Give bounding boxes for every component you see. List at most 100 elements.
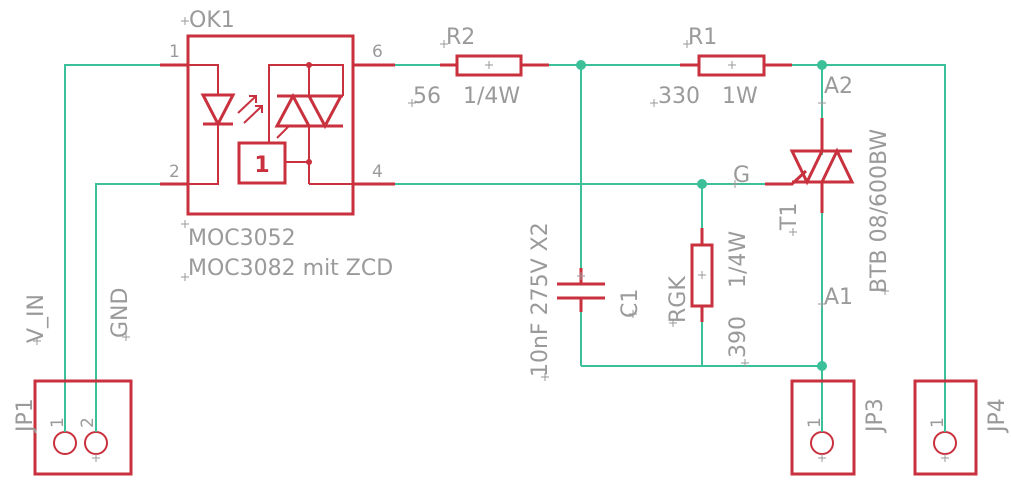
t1-gate-lead bbox=[765, 169, 808, 186]
ok1-pin1-label: 1 bbox=[169, 42, 180, 62]
origin-cross bbox=[728, 61, 736, 69]
origin-cross bbox=[881, 287, 889, 295]
jp3-body bbox=[790, 379, 856, 476]
origin-cross bbox=[181, 17, 189, 25]
jp3-pin1-label: 1 bbox=[805, 417, 825, 428]
origin-cross bbox=[485, 61, 493, 69]
resistor-r1 bbox=[680, 54, 792, 77]
jp1-body bbox=[33, 379, 133, 476]
jp4-body bbox=[913, 379, 978, 476]
ok1-value-label-2: MOC3082 mit ZCD bbox=[188, 256, 393, 281]
r2-name-label: R2 bbox=[446, 25, 475, 50]
origin-cross bbox=[408, 99, 416, 107]
rgk-value-label: 390 bbox=[726, 316, 751, 358]
ok1-zcd-icon bbox=[237, 141, 287, 185]
origin-markers bbox=[33, 17, 949, 462]
net-label-v-in: V_IN bbox=[24, 294, 49, 343]
r2-value-label: 56 bbox=[413, 84, 441, 109]
origin-cross bbox=[741, 359, 749, 367]
ok1-triac-gate bbox=[276, 125, 290, 139]
jp1-pin1-label: 1 bbox=[48, 417, 68, 428]
ok1-pin4-label: 4 bbox=[372, 162, 383, 182]
ok1-light-arrow-head bbox=[249, 95, 257, 103]
t1-name-label: T1 bbox=[777, 203, 802, 231]
ok1-name-label: OK1 bbox=[189, 8, 235, 33]
jp1-pin1-pad bbox=[53, 431, 77, 455]
ok1-light-arrow-head-2 bbox=[255, 105, 263, 113]
origin-cross bbox=[541, 373, 549, 381]
jp3-name-label: JP3 bbox=[863, 398, 888, 434]
junction-gate-rgk bbox=[697, 179, 707, 189]
origin-cross bbox=[629, 310, 637, 318]
t1-a2-label: A2 bbox=[824, 74, 853, 99]
jp4-pin1-pad bbox=[933, 431, 957, 455]
jp1-name-label: JP1 bbox=[13, 398, 38, 434]
ok1-body bbox=[186, 34, 355, 216]
ok1-pin2-label: 2 bbox=[169, 162, 180, 182]
jp1-pin2-pad bbox=[84, 431, 108, 455]
t1-a1-label: A1 bbox=[824, 285, 853, 310]
labels: OK1 1 2 6 4 MOC3052 MOC3082 mit ZCD R2 5… bbox=[13, 8, 1010, 434]
ok1-light-arrow-icon-2 bbox=[243, 105, 263, 124]
ok1-zcd-label: 1 bbox=[254, 153, 269, 178]
wire-v-in bbox=[64, 64, 160, 426]
ok1-triac-icon bbox=[274, 92, 312, 128]
origin-cross bbox=[941, 454, 949, 462]
ok1-light-arrow-icon bbox=[237, 95, 257, 114]
t1-gate-label: G bbox=[733, 163, 750, 188]
net-label-gnd: GND bbox=[108, 288, 133, 338]
r1-value-label: 330 bbox=[658, 84, 700, 109]
origin-cross bbox=[92, 454, 100, 462]
t1-triac-icon-2 bbox=[819, 147, 855, 184]
ok1-triac-junction-top bbox=[306, 62, 312, 68]
ok1-value-label-1: MOC3052 bbox=[188, 226, 296, 251]
r2-rating-label: 1/4W bbox=[463, 84, 520, 109]
triac-t1 bbox=[765, 118, 855, 213]
origin-cross bbox=[683, 40, 691, 48]
ok1-pin6-label: 6 bbox=[372, 42, 383, 62]
origin-cross bbox=[669, 319, 677, 327]
jp3-pin1-pad bbox=[810, 431, 834, 455]
origin-cross bbox=[577, 272, 585, 280]
resistor-r2 bbox=[440, 54, 549, 77]
wire-gnd bbox=[95, 183, 160, 426]
origin-cross bbox=[731, 180, 739, 188]
ok1-led-wire bbox=[188, 64, 219, 94]
junctions bbox=[576, 60, 827, 371]
origin-cross bbox=[818, 454, 826, 462]
jp4-name-label: JP4 bbox=[985, 398, 1010, 434]
wire-a2-jp4 bbox=[822, 64, 946, 426]
connector-jp3 bbox=[790, 379, 856, 476]
origin-cross bbox=[33, 337, 41, 345]
wires bbox=[64, 64, 946, 426]
connector-jp1 bbox=[33, 379, 133, 476]
junction-r2-r1-c1 bbox=[576, 60, 586, 70]
resistor-rgk bbox=[690, 228, 714, 322]
origin-cross bbox=[440, 40, 448, 48]
jp4-pin1-label: 1 bbox=[928, 417, 948, 428]
origin-cross bbox=[181, 273, 189, 281]
r1-name-label: R1 bbox=[688, 25, 717, 50]
r1-rating-label: 1W bbox=[722, 84, 758, 109]
ok1-led-wire-bottom bbox=[188, 124, 219, 185]
c1-value-label: 10nF 275V X2 bbox=[528, 222, 553, 377]
origin-cross bbox=[698, 271, 706, 279]
t1-value-label: BTB 08/600BW bbox=[867, 129, 892, 293]
c1-name-label: C1 bbox=[618, 289, 643, 318]
origin-cross bbox=[789, 228, 797, 236]
t1-triac-icon bbox=[789, 149, 825, 186]
rgk-name-label: RGK bbox=[666, 276, 691, 323]
junction-a2 bbox=[817, 60, 827, 70]
origin-cross bbox=[650, 99, 658, 107]
origin-cross bbox=[181, 220, 189, 228]
rgk-rating-label: 1/4W bbox=[726, 231, 751, 288]
ok1-led-icon bbox=[200, 93, 236, 128]
ok1-triac-icon-2 bbox=[306, 94, 344, 130]
origin-cross bbox=[818, 300, 826, 308]
optocoupler-ok1: 1 bbox=[160, 34, 395, 216]
origin-cross bbox=[122, 333, 130, 341]
origin-cross bbox=[818, 99, 826, 107]
jp1-pin2-label: 2 bbox=[78, 417, 98, 428]
junction-a1 bbox=[817, 361, 827, 371]
